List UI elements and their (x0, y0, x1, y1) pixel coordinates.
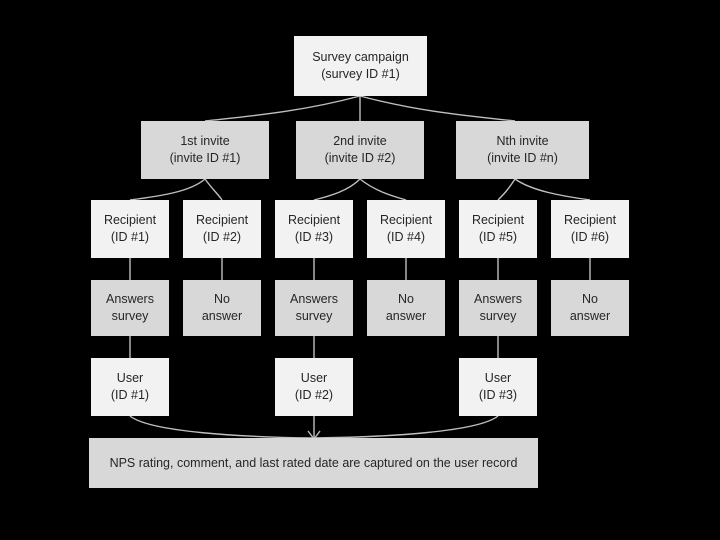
invite-1-node[interactable]: 1st invite (invite ID #1) (141, 121, 269, 179)
edge-invite-2-to-recipient-3 (313, 178, 361, 201)
user-1-line2: (ID #1) (110, 388, 150, 402)
recipient-4-line2: (ID #4) (386, 230, 426, 244)
invite-2-line1: 2nd invite (333, 134, 387, 148)
outcome-4-line1: No (398, 292, 414, 306)
edge-invite-n-to-recipient-6 (514, 178, 591, 201)
recipient-2-line2: (ID #2) (202, 230, 242, 244)
outcome-4-line2: answer (385, 309, 427, 323)
user-1-line1: User (116, 371, 144, 385)
outcome-1-node[interactable]: Answers survey (91, 280, 169, 336)
invite-n-node[interactable]: Nth invite (invite ID #n) (456, 121, 589, 179)
outcome-2-line1: No (214, 292, 230, 306)
user-1-node[interactable]: User (ID #1) (91, 358, 169, 416)
outcome-3-node[interactable]: Answers survey (275, 280, 353, 336)
outcome-2-line2: answer (201, 309, 243, 323)
recipient-4-node[interactable]: Recipient (ID #4) (367, 200, 445, 258)
outcome-6-line2: answer (569, 309, 611, 323)
outcome-6-node[interactable]: No answer (551, 280, 629, 336)
edge-campaign-to-invite-1 (204, 95, 361, 122)
recipient-3-node[interactable]: Recipient (ID #3) (275, 200, 353, 258)
outcome-1-line1: Answers (106, 292, 154, 306)
recipient-1-line1: Recipient (103, 213, 157, 227)
edge-user-3-to-note (313, 415, 499, 439)
outcome-3-line2: survey (295, 309, 333, 323)
survey-campaign-node[interactable]: Survey campaign (survey ID #1) (294, 36, 427, 96)
user-2-node[interactable]: User (ID #2) (275, 358, 353, 416)
user-3-node[interactable]: User (ID #3) (459, 358, 537, 416)
survey-campaign-line1: Survey campaign (312, 50, 409, 64)
edge-invite-n-to-recipient-5 (497, 178, 516, 201)
outcome-5-node[interactable]: Answers survey (459, 280, 537, 336)
edge-campaign-to-invite-n (359, 95, 516, 122)
invite-2-line2: (invite ID #2) (324, 151, 396, 165)
invite-1-line1: 1st invite (180, 134, 230, 148)
user-record-note-node[interactable]: NPS rating, comment, and last rated date… (89, 438, 538, 488)
outcome-3-line1: Answers (290, 292, 338, 306)
outcome-1-line2: survey (111, 309, 149, 323)
survey-campaign-line2: (survey ID #1) (321, 67, 400, 81)
invite-n-line1: Nth invite (496, 134, 549, 148)
recipient-1-line2: (ID #1) (110, 230, 150, 244)
recipient-3-line2: (ID #3) (294, 230, 334, 244)
recipient-1-node[interactable]: Recipient (ID #1) (91, 200, 169, 258)
edge-invite-1-to-recipient-1 (129, 178, 206, 201)
user-3-line1: User (484, 371, 512, 385)
edge-invite-1-to-recipient-2 (204, 178, 223, 201)
recipient-5-line1: Recipient (471, 213, 525, 227)
invite-1-line2: (invite ID #1) (169, 151, 241, 165)
outcome-2-node[interactable]: No answer (183, 280, 261, 336)
recipient-3-line1: Recipient (287, 213, 341, 227)
recipient-2-line1: Recipient (195, 213, 249, 227)
edge-invite-2-to-recipient-4 (359, 178, 407, 201)
user-3-line2: (ID #3) (478, 388, 518, 402)
invite-2-node[interactable]: 2nd invite (invite ID #2) (296, 121, 424, 179)
recipient-5-node[interactable]: Recipient (ID #5) (459, 200, 537, 258)
recipient-5-line2: (ID #5) (478, 230, 518, 244)
recipient-6-line1: Recipient (563, 213, 617, 227)
invite-n-line2: (invite ID #n) (487, 151, 558, 165)
recipient-6-node[interactable]: Recipient (ID #6) (551, 200, 629, 258)
user-2-line2: (ID #2) (294, 388, 334, 402)
outcome-5-line2: survey (479, 309, 517, 323)
outcome-4-node[interactable]: No answer (367, 280, 445, 336)
recipient-2-node[interactable]: Recipient (ID #2) (183, 200, 261, 258)
outcome-6-line1: No (582, 292, 598, 306)
recipient-4-line1: Recipient (379, 213, 433, 227)
recipient-6-line2: (ID #6) (570, 230, 610, 244)
user-2-line1: User (300, 371, 328, 385)
user-record-note-text: NPS rating, comment, and last rated date… (109, 456, 518, 470)
edge-user-1-to-note (129, 415, 315, 439)
outcome-5-line1: Answers (474, 292, 522, 306)
